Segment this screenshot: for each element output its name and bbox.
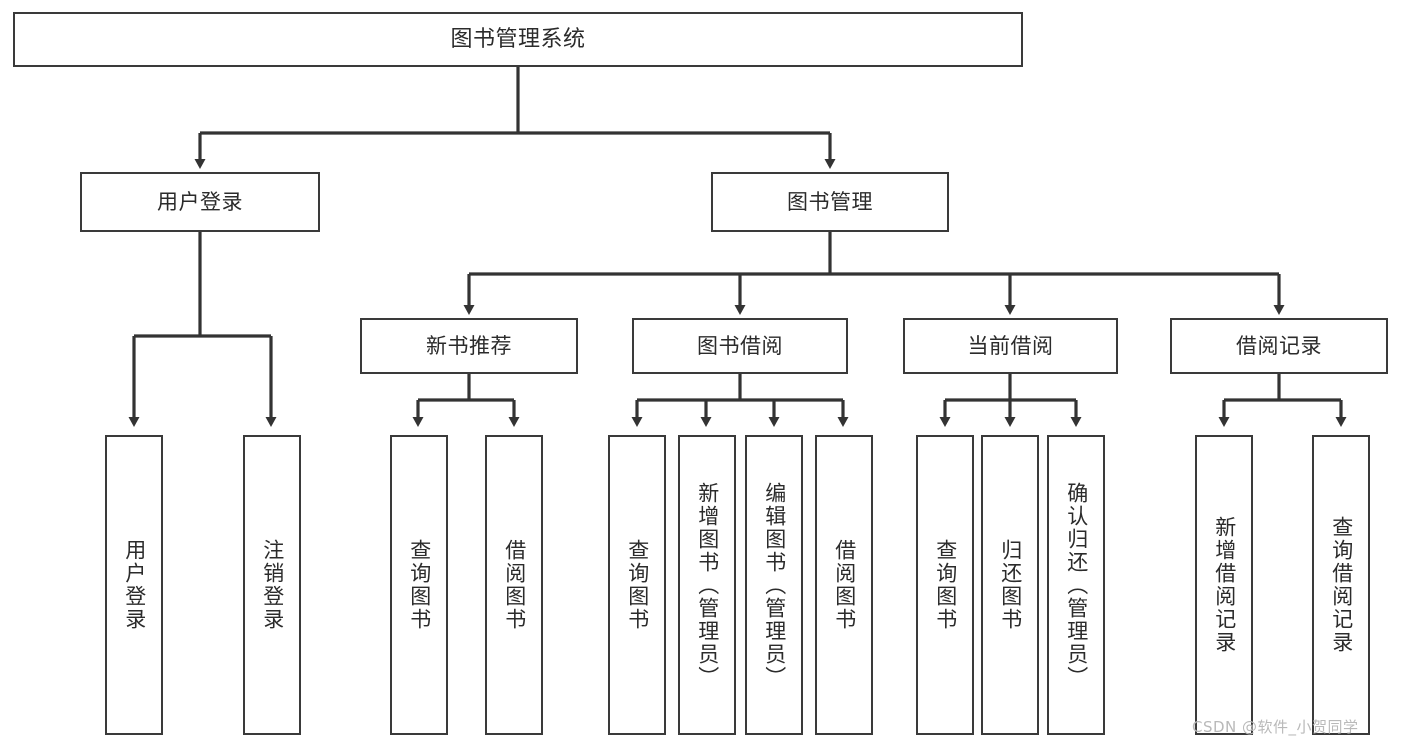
leaf-borrow-borrow-book[interactable]: 借阅图书 [815, 435, 873, 735]
leaf-user-login-signout[interactable]: 注销登录 [243, 435, 301, 735]
node-label: 图书管理系统 [450, 26, 586, 52]
leaf-borrow-add-book[interactable]: 新增图书（管理员） [678, 435, 736, 735]
leaf-current-return-book[interactable]: 归还图书 [981, 435, 1039, 735]
node-label: 用户登录 [122, 539, 147, 631]
node-book-borrow[interactable]: 图书借阅 [632, 318, 848, 374]
node-label: 确认归还（管理员） [1064, 481, 1089, 689]
node-label: 查询图书 [407, 539, 432, 631]
node-label: 借阅记录 [1236, 333, 1322, 358]
node-label: 图书管理 [787, 189, 873, 214]
leaf-borrow-edit-book[interactable]: 编辑图书（管理员） [745, 435, 803, 735]
leaf-record-query-record[interactable]: 查询借阅记录 [1312, 435, 1370, 735]
node-label: 查询图书 [625, 539, 650, 631]
leaf-current-query-book[interactable]: 查询图书 [916, 435, 974, 735]
leaf-recommend-query-book[interactable]: 查询图书 [390, 435, 448, 735]
leaf-user-login-signin[interactable]: 用户登录 [105, 435, 163, 735]
node-root-system[interactable]: 图书管理系统 [13, 12, 1023, 67]
node-label: 注销登录 [260, 539, 285, 631]
node-label: 用户登录 [157, 189, 243, 214]
node-label: 新书推荐 [426, 333, 512, 358]
leaf-recommend-borrow-book[interactable]: 借阅图书 [485, 435, 543, 735]
node-label: 查询借阅记录 [1329, 516, 1354, 654]
leaf-borrow-query-book[interactable]: 查询图书 [608, 435, 666, 735]
leaf-current-confirm-return[interactable]: 确认归还（管理员） [1047, 435, 1105, 735]
node-label: 图书借阅 [697, 333, 783, 358]
node-label: 借阅图书 [502, 539, 527, 631]
node-new-book-recommend[interactable]: 新书推荐 [360, 318, 578, 374]
node-label: 新增图书（管理员） [695, 481, 720, 689]
node-user-login[interactable]: 用户登录 [80, 172, 320, 232]
node-label: 编辑图书（管理员） [762, 481, 787, 689]
node-label: 借阅图书 [832, 539, 857, 631]
node-current-borrow[interactable]: 当前借阅 [903, 318, 1118, 374]
node-label: 查询图书 [933, 539, 958, 631]
node-label: 归还图书 [998, 539, 1023, 631]
node-label: 新增借阅记录 [1212, 516, 1237, 654]
node-book-management[interactable]: 图书管理 [711, 172, 949, 232]
node-label: 当前借阅 [967, 333, 1054, 358]
leaf-record-add-record[interactable]: 新增借阅记录 [1195, 435, 1253, 735]
node-borrow-record[interactable]: 借阅记录 [1170, 318, 1388, 374]
watermark-text: CSDN @软件_小贺同学 [1192, 718, 1359, 736]
